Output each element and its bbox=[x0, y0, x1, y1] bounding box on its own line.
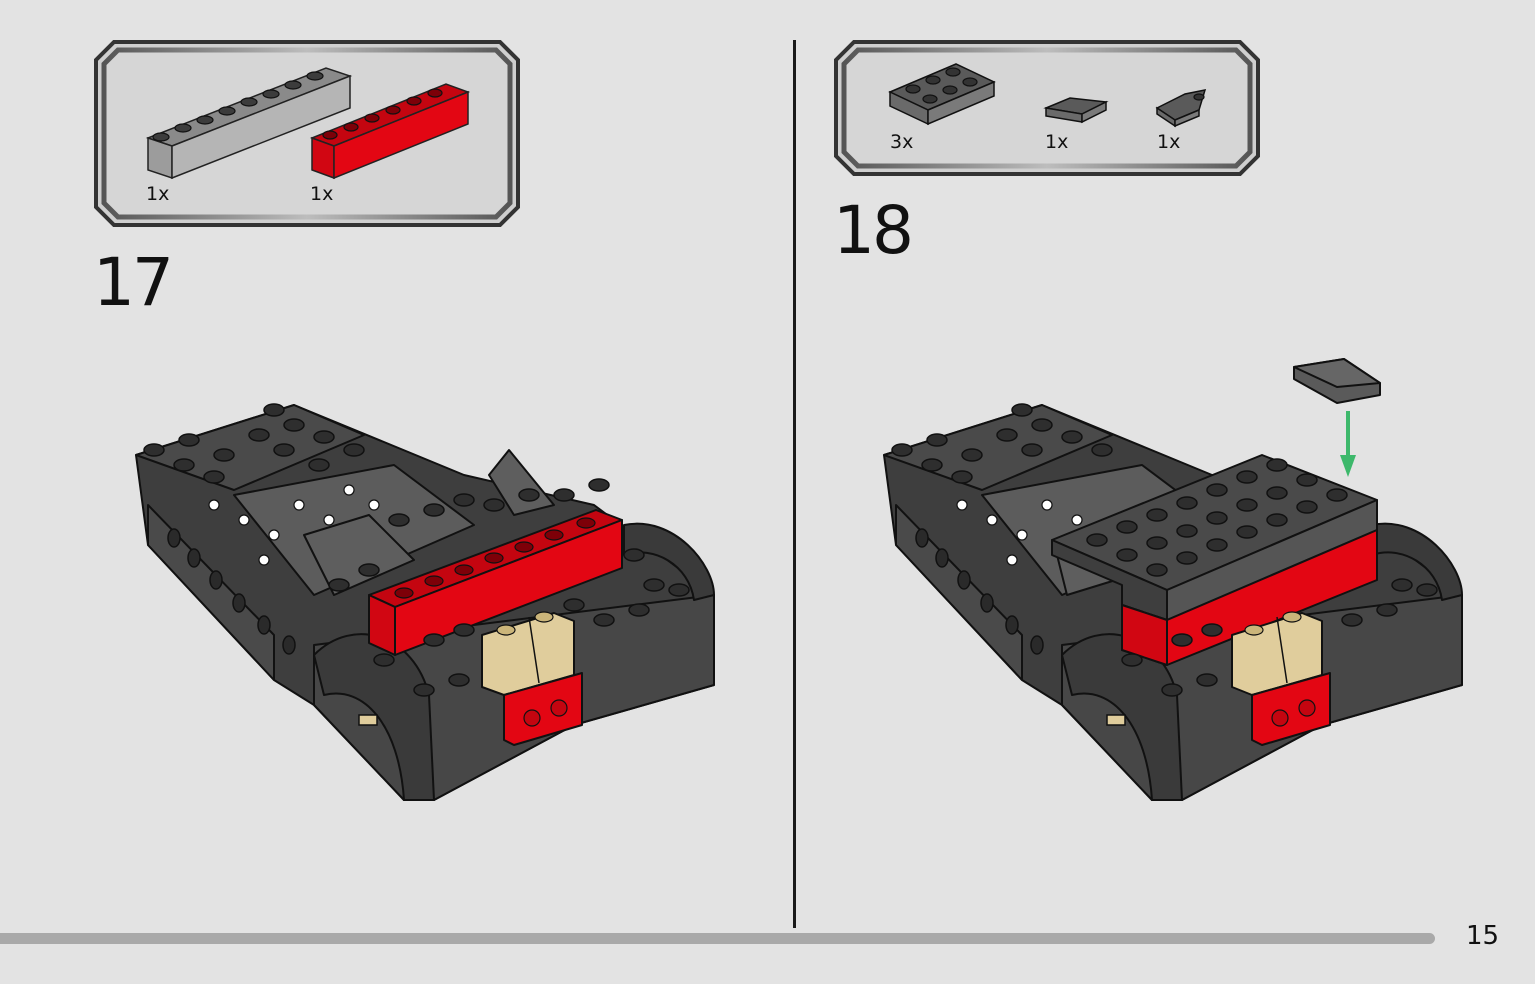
step-18-model-illustration bbox=[883, 358, 1463, 801]
part-quantity-label: 3x bbox=[890, 131, 914, 153]
dark-gray-1x8-brick-icon bbox=[145, 67, 353, 180]
step-17-parts-box bbox=[94, 40, 520, 227]
step-number: 17 bbox=[93, 244, 174, 321]
page-number: 15 bbox=[1466, 921, 1500, 951]
step-divider bbox=[793, 40, 796, 928]
part-quantity-label: 1x bbox=[1045, 131, 1069, 153]
part-quantity-label: 1x bbox=[310, 183, 334, 205]
step-17-model-illustration bbox=[135, 403, 715, 801]
progress-bar bbox=[0, 933, 1435, 944]
red-1x6-brick-icon bbox=[309, 83, 471, 180]
dark-gray-2x3-plate-icon bbox=[888, 63, 996, 126]
step-number: 18 bbox=[833, 192, 914, 269]
part-quantity-label: 1x bbox=[1157, 131, 1181, 153]
dark-gray-wedge-plate-icon bbox=[1155, 89, 1207, 128]
dark-gray-wedge-tile-icon bbox=[1043, 97, 1109, 124]
part-quantity-label: 1x bbox=[146, 183, 170, 205]
